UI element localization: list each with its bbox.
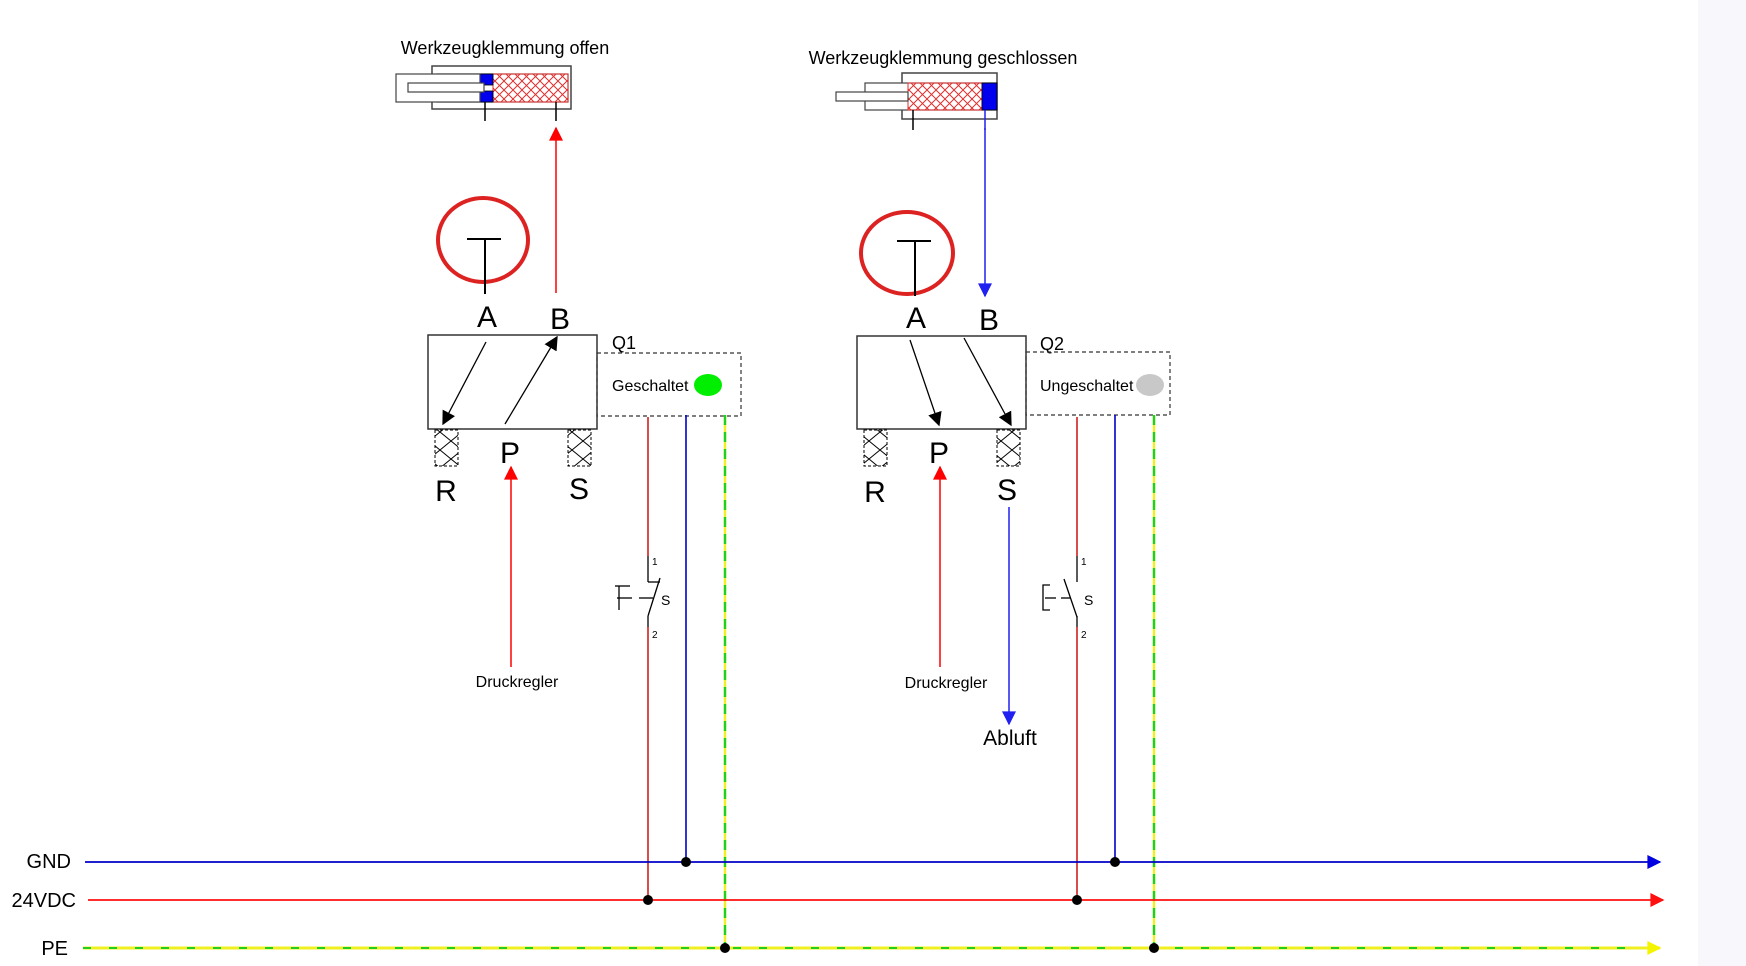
switch-pin-2: 2: [652, 630, 658, 641]
switch-pin-1: 1: [652, 557, 658, 568]
port-p-label: P: [929, 437, 949, 470]
bus-gnd: GND: [27, 851, 1662, 873]
cylinder-closed-label: Werkzeugklemmung geschlossen: [809, 48, 1078, 68]
pressure-regulator-label: Druckregler: [476, 674, 559, 691]
solenoid-status: Geschaltet: [612, 378, 689, 395]
piston-closed: [981, 82, 998, 111]
valve-tag: Q1: [612, 333, 636, 353]
port-a-label: A: [477, 301, 497, 334]
pushbutton-switch-q1[interactable]: S 1 2: [615, 556, 670, 641]
port-r-label: R: [435, 475, 457, 508]
exhaust-label: Abluft: [983, 727, 1037, 750]
valve-tag: Q2: [1040, 334, 1064, 354]
cylinder-open-chamber: [492, 73, 569, 103]
junction-dot: [643, 895, 653, 905]
valve-q2[interactable]: A B Q2 P R S Druckregler Abluft Ungescha…: [856, 128, 1171, 949]
manual-handle-ring[interactable]: [859, 210, 955, 296]
switch-label: S: [1084, 592, 1093, 608]
bus-pe: PE: [41, 938, 1662, 960]
junction-dot: [1072, 895, 1082, 905]
bus-24vdc-label: 24VDC: [12, 890, 76, 912]
silencer-r: [863, 429, 888, 467]
silencer-s: [996, 429, 1021, 467]
pressure-regulator-label: Druckregler: [905, 675, 988, 692]
solenoid-box: [1025, 351, 1171, 416]
side-panel-strip: [1698, 0, 1746, 966]
valve-q1[interactable]: A B Q1 P R S Druckregler Geschaltet: [427, 126, 742, 949]
solenoid-status: Ungeschaltet: [1040, 378, 1134, 395]
port-b-label: B: [550, 303, 570, 336]
bus-gnd-label: GND: [27, 851, 71, 873]
junction-dot: [1110, 857, 1120, 867]
manual-handle-ring[interactable]: [436, 196, 530, 284]
silencer-s: [567, 429, 592, 467]
silencer-r: [434, 429, 459, 467]
pushbutton-switch-q2[interactable]: S 1 2: [1042, 556, 1093, 641]
junction-dot: [681, 857, 691, 867]
port-r-label: R: [864, 476, 886, 509]
junction-dot: [1149, 943, 1159, 953]
port-p-label: P: [500, 437, 520, 470]
port-a-label: A: [906, 302, 926, 335]
solenoid-box: [596, 352, 742, 417]
flow-arrow-a-to-r: [442, 341, 487, 426]
flow-arrow-a-to-p: [909, 339, 942, 427]
junction-dot: [720, 943, 730, 953]
cylinder-closed-chamber: [907, 82, 983, 111]
switch-label: S: [661, 592, 670, 608]
cylinder-open-label: Werkzeugklemmung offen: [401, 38, 609, 58]
cylinder-open: Werkzeugklemmung offen: [395, 38, 609, 121]
valve-body: [427, 334, 598, 430]
cylinder-open-rod: [407, 82, 485, 93]
cylinder-closed: Werkzeugklemmung geschlossen: [809, 48, 1078, 130]
status-led-on: [694, 374, 722, 396]
switch-pin-1: 1: [1081, 557, 1087, 568]
bus-pe-label: PE: [41, 938, 68, 960]
valve-body: [856, 335, 1027, 430]
piston-seal-bottom: [479, 90, 494, 103]
flow-arrow-p-to-b: [504, 335, 558, 425]
status-led-off: [1136, 374, 1164, 396]
port-b-label: B: [979, 304, 999, 337]
port-s-label: S: [997, 474, 1017, 507]
bus-24vdc: 24VDC: [12, 890, 1665, 912]
port-s-label: S: [569, 473, 589, 506]
flow-arrow-b-to-s: [963, 337, 1012, 427]
switch-pin-2: 2: [1081, 630, 1087, 641]
cylinder-closed-rod: [835, 91, 909, 102]
